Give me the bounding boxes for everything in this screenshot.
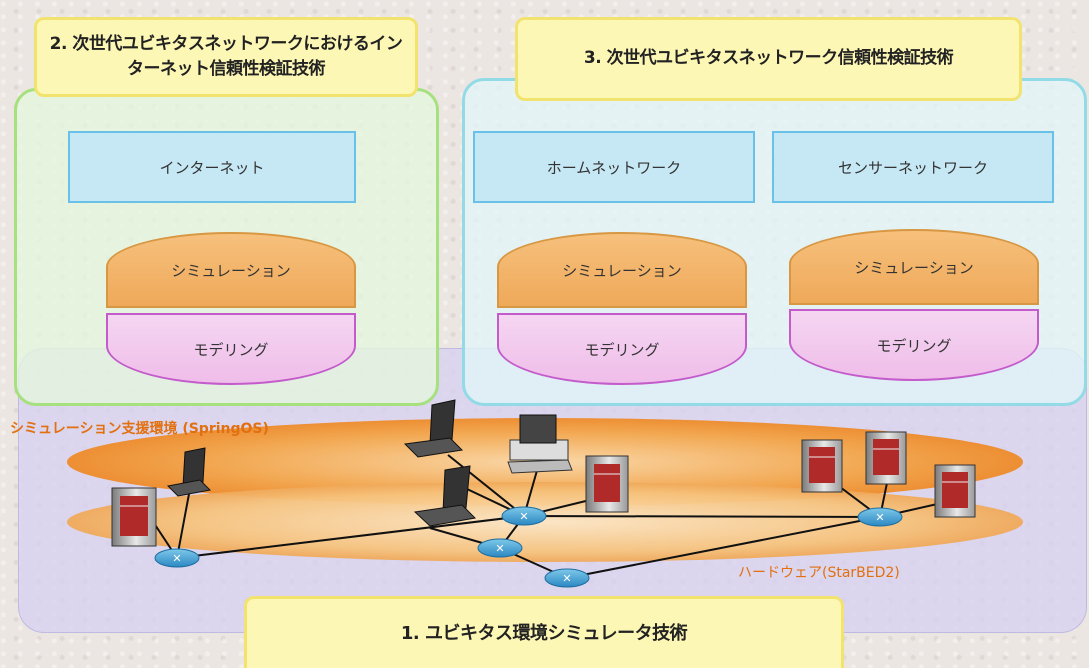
simulation-block-middle: シミュレーション <box>497 232 747 308</box>
title-layer2: 2. 次世代ユビキタスネットワークにおけるインターネット信頼性検証技術 <box>34 17 418 97</box>
router-icon: ✕ <box>477 538 523 558</box>
home-network-box: ホームネットワーク <box>473 131 755 203</box>
svg-text:✕: ✕ <box>562 572 571 585</box>
router-icon: ✕ <box>544 568 590 588</box>
hardware-label: ハードウェア(StarBED2) <box>738 565 900 581</box>
svg-text:✕: ✕ <box>495 542 504 555</box>
simulation-block-right: シミュレーション <box>789 229 1039 305</box>
simulation-support-label: シミュレーション支援環境 (SpringOS) <box>10 421 269 437</box>
server-icon <box>934 464 976 518</box>
modeling-block-middle: モデリング <box>497 313 747 385</box>
svg-text:✕: ✕ <box>519 510 528 523</box>
router-icon: ✕ <box>857 507 903 527</box>
server-icon <box>801 439 843 493</box>
router-icon: ✕ <box>501 506 547 526</box>
server-icon <box>865 431 907 485</box>
internet-box: インターネット <box>68 131 356 203</box>
router-icon: ✕ <box>154 548 200 568</box>
laptop-icon <box>413 465 477 527</box>
title-layer1: 1. ユビキタス環境シミュレータ技術 <box>244 596 844 668</box>
sensor-network-box: センサーネットワーク <box>772 131 1054 203</box>
svg-text:✕: ✕ <box>875 511 884 524</box>
laptop-icon <box>403 399 464 458</box>
desktop-pc-icon <box>507 414 573 474</box>
simulation-block-left: シミュレーション <box>106 232 356 308</box>
server-icon <box>111 487 157 547</box>
svg-text:✕: ✕ <box>172 552 181 565</box>
title-layer3: 3. 次世代ユビキタスネットワーク信頼性検証技術 <box>515 17 1022 101</box>
modeling-block-left: モデリング <box>106 313 356 385</box>
laptop-icon <box>166 447 212 497</box>
modeling-block-right: モデリング <box>789 309 1039 381</box>
server-icon <box>585 455 629 513</box>
